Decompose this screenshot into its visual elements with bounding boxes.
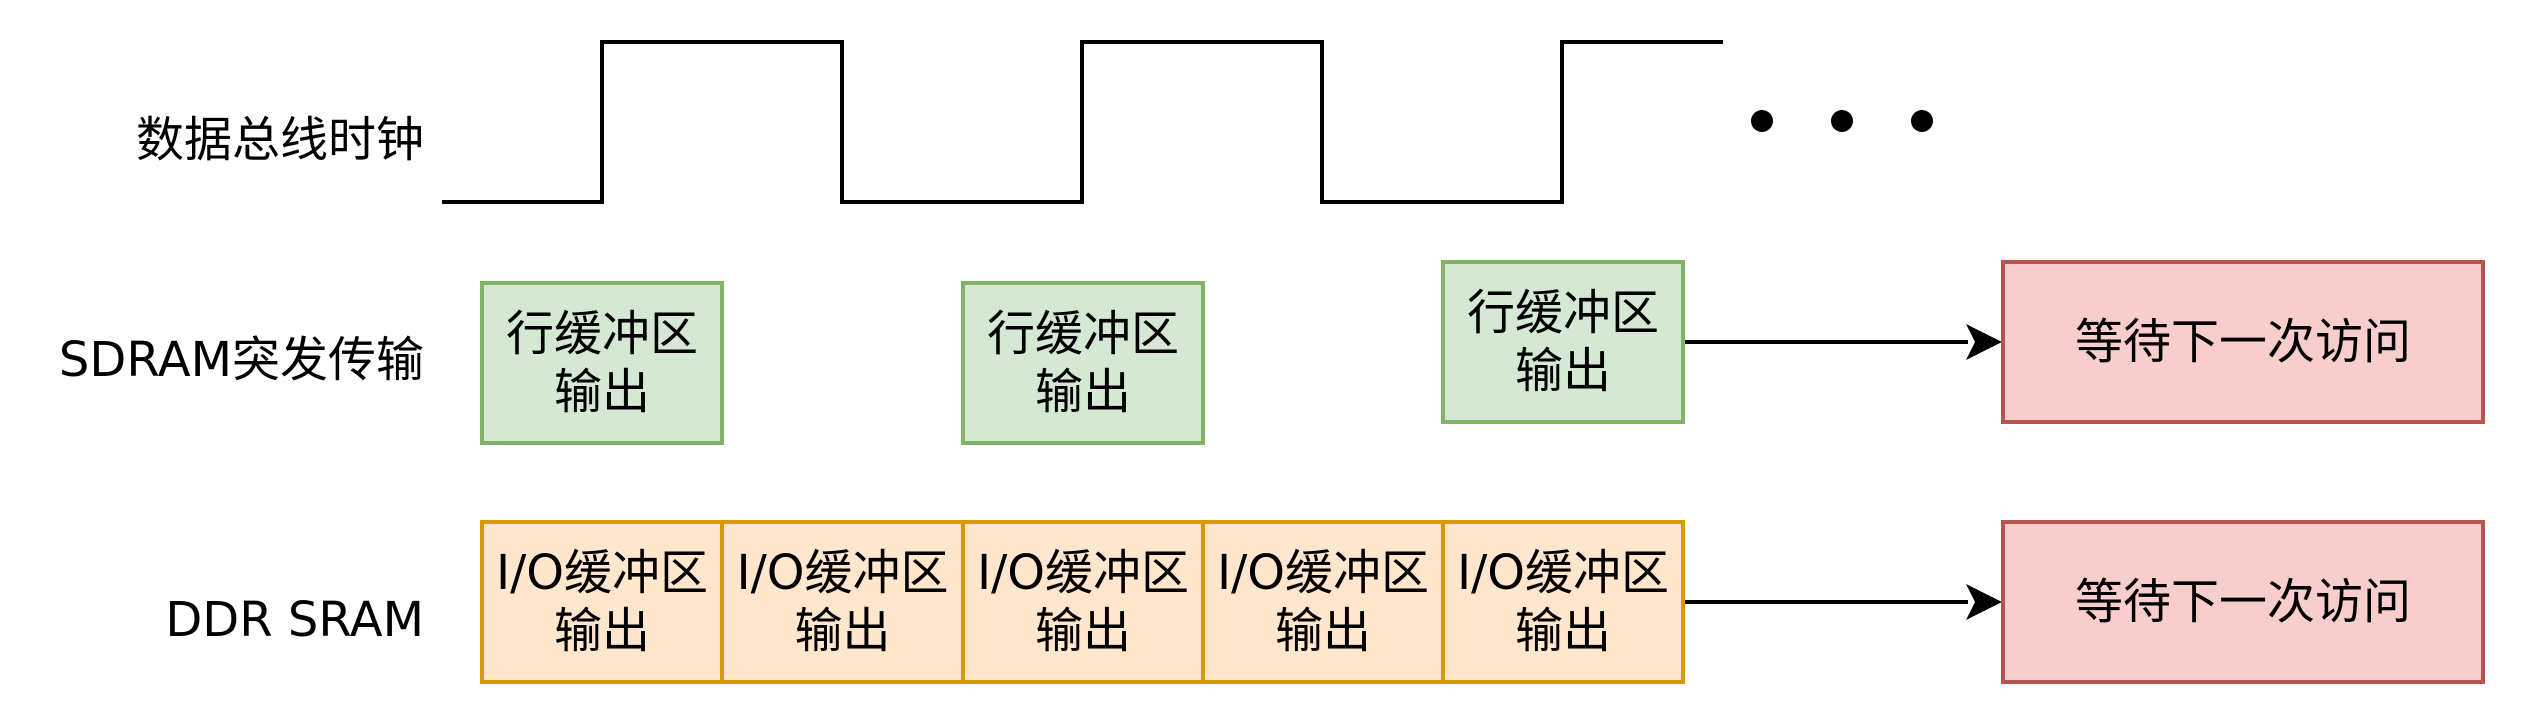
ellipsis-dot	[1831, 110, 1853, 132]
row-buffer-line1: 行缓冲区	[1466, 285, 1659, 341]
wait-next-access-box: 等待下一次访问	[2001, 260, 2485, 424]
io-buffer-line1: I/O缓冲区	[1216, 545, 1430, 601]
io-buffer-box: I/O缓冲区 输出	[480, 520, 724, 684]
clock-row-label: 数据总线时钟	[135, 112, 424, 168]
sdram-row-label: SDRAM突发传输	[58, 332, 424, 388]
wait-next-access-label: 等待下一次访问	[2074, 314, 2411, 370]
ddr-row-label: DDR SRAM	[165, 592, 424, 648]
row-buffer-line2: 输出	[1034, 364, 1131, 420]
io-buffer-line1: I/O缓冲区	[1456, 545, 1670, 601]
wait-next-access-label: 等待下一次访问	[2074, 574, 2411, 630]
row-buffer-box: 行缓冲区 输出	[480, 281, 724, 445]
row-buffer-line1: 行缓冲区	[505, 306, 698, 362]
io-buffer-line1: I/O缓冲区	[495, 545, 709, 601]
ellipsis-dot	[1911, 110, 1933, 132]
io-buffer-box: I/O缓冲区 输出	[1441, 520, 1685, 684]
io-buffer-box: I/O缓冲区 输出	[720, 520, 965, 684]
io-buffer-line2: 输出	[553, 603, 650, 659]
wait-next-access-box: 等待下一次访问	[2001, 520, 2485, 684]
io-buffer-box: I/O缓冲区 输出	[961, 520, 1205, 684]
row-buffer-box: 行缓冲区 输出	[1441, 260, 1685, 424]
ellipsis-dot	[1751, 110, 1773, 132]
clock-waveform	[442, 40, 1723, 204]
io-buffer-line2: 输出	[1274, 603, 1371, 659]
row-buffer-line2: 输出	[553, 364, 650, 420]
ddr-arrow-head	[1966, 584, 2002, 620]
io-buffer-line2: 输出	[794, 603, 891, 659]
sdram-arrow-head	[1966, 324, 2002, 360]
row-buffer-line2: 输出	[1514, 343, 1611, 399]
io-buffer-line1: I/O缓冲区	[736, 545, 949, 601]
io-buffer-line1: I/O缓冲区	[976, 545, 1190, 601]
io-buffer-box: I/O缓冲区 输出	[1201, 520, 1445, 684]
row-buffer-line1: 行缓冲区	[986, 306, 1179, 362]
io-buffer-line2: 输出	[1514, 603, 1611, 659]
io-buffer-line2: 输出	[1034, 603, 1131, 659]
row-buffer-box: 行缓冲区 输出	[961, 281, 1205, 445]
